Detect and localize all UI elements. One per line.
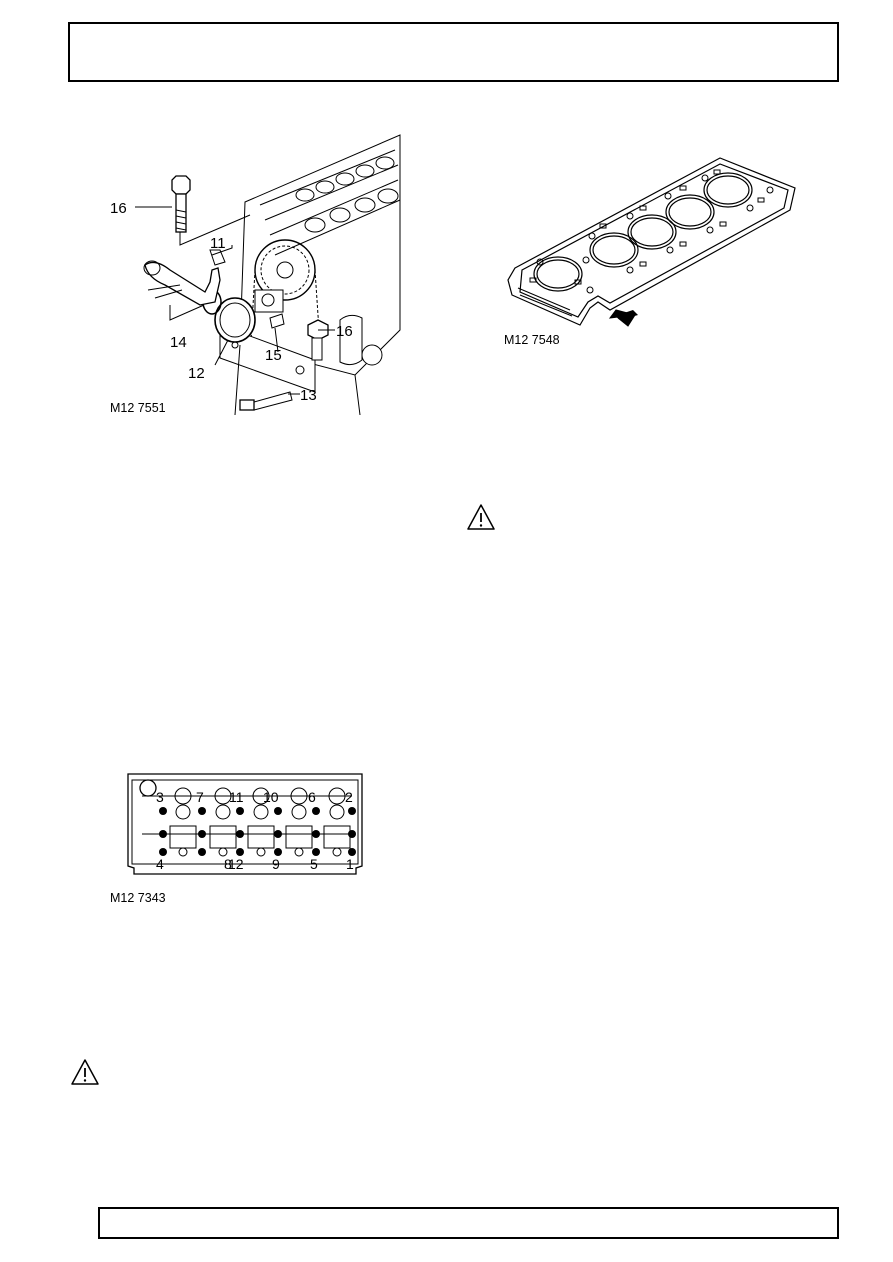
sequence-number-11: 11 xyxy=(229,789,244,805)
callout-15: 15 xyxy=(265,347,282,364)
head-gasket-drawing xyxy=(507,157,796,327)
sequence-number-3: 3 xyxy=(156,789,164,805)
figure-bolt-sequence: 3 7 11 10 6 2 4 8 12 9 5 1 xyxy=(120,768,370,886)
callout-14: 14 xyxy=(170,334,187,351)
callout-16-right: 16 xyxy=(336,323,353,340)
callout-11: 11 xyxy=(210,235,226,252)
warning-triangle-icon xyxy=(466,503,496,531)
sequence-number-7: 7 xyxy=(196,789,204,805)
callout-13: 13 xyxy=(300,387,317,404)
callout-16-top: 16 xyxy=(110,200,127,217)
sequence-number-2: 2 xyxy=(345,789,353,805)
page-header-box xyxy=(68,22,839,82)
callout-12: 12 xyxy=(188,365,205,382)
sequence-number-1: 1 xyxy=(346,856,354,872)
figure-code-7548: M12 7548 xyxy=(504,333,560,347)
sequence-number-12: 12 xyxy=(228,856,244,872)
sequence-number-4: 4 xyxy=(156,856,164,872)
sequence-number-5: 5 xyxy=(310,856,318,872)
figure-code-7551: M12 7551 xyxy=(110,401,166,415)
figure-head-gasket xyxy=(500,150,800,335)
sequence-number-6: 6 xyxy=(308,789,316,805)
page-footer-box xyxy=(98,1207,839,1239)
bolt-sequence-drawing: 3 7 11 10 6 2 4 8 12 9 5 1 xyxy=(127,773,363,875)
figure-code-7343: M12 7343 xyxy=(110,891,166,905)
sequence-number-9: 9 xyxy=(272,856,280,872)
engine-front-drawing: 16 11 14 12 15 16 13 xyxy=(110,134,401,416)
figure-engine-front: 16 11 14 12 15 16 13 xyxy=(100,130,410,416)
sequence-number-8: 8 xyxy=(224,856,232,872)
warning-triangle-icon xyxy=(70,1058,100,1086)
sequence-number-10: 10 xyxy=(263,789,279,805)
